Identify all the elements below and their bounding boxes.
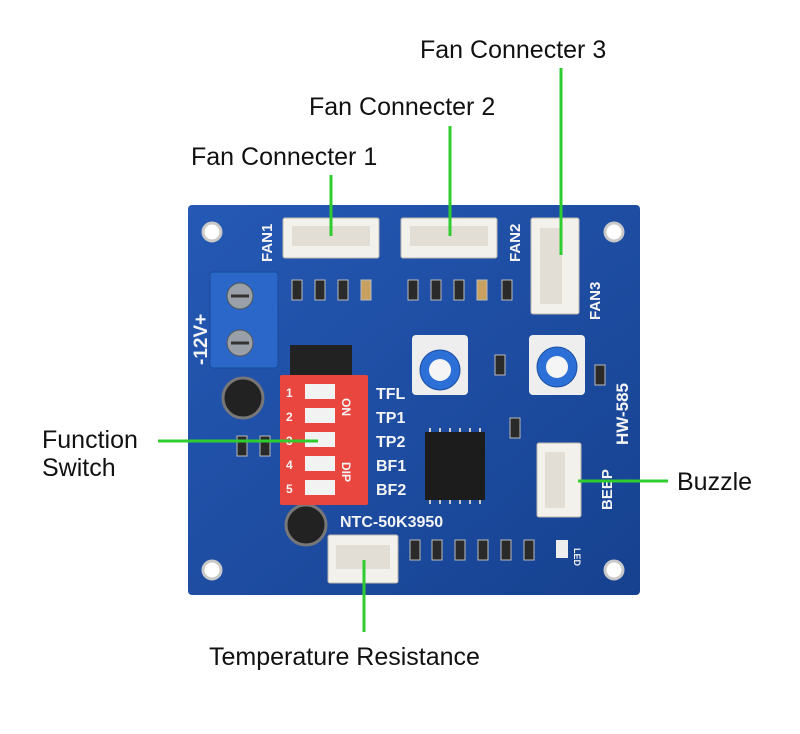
silk-dip-bf2: BF2: [376, 482, 406, 499]
callout-function-switch-1: Function: [42, 426, 138, 454]
silk-dip-bf1: BF1: [376, 458, 406, 475]
silk-fan2: FAN2: [507, 224, 524, 262]
jumper: [290, 345, 352, 375]
led: [556, 540, 568, 558]
callout-buzzle: Buzzle: [677, 468, 753, 496]
smd-components: [236, 279, 606, 561]
potentiometer: [412, 335, 468, 395]
dip-num-4: 4: [286, 458, 293, 472]
capacitor: [284, 503, 328, 547]
silk-power: -12V+: [191, 314, 212, 365]
silk-dip-tp1: TP1: [376, 410, 405, 427]
callout-fan-connector-3: Fan Connecter 3: [420, 36, 607, 64]
ic-chip: [425, 428, 485, 504]
potentiometer: [529, 335, 585, 395]
silk-dip-tp2: TP2: [376, 434, 405, 451]
silk-model: HW-585: [613, 383, 632, 445]
dip-num-5: 5: [286, 482, 293, 496]
silk-dip: DIP: [339, 462, 353, 482]
callout-fan-connector-2: Fan Connecter 2: [309, 93, 496, 121]
callout-fan-connector-1: Fan Connecter 1: [191, 143, 378, 171]
callout-temperature-resistance: Temperature Resistance: [209, 643, 480, 671]
silk-dip-tfl: TFL: [376, 386, 406, 403]
leader-lines: [158, 68, 668, 632]
callout-function-switch-2: Switch: [42, 454, 116, 482]
dip-switch: [280, 375, 368, 505]
silk-fan1: FAN1: [259, 224, 276, 262]
silk-fan3: FAN3: [587, 282, 604, 320]
silk-beep: BEEP: [599, 469, 616, 510]
silk-led: LED: [572, 548, 582, 567]
buzzer-connector: [536, 442, 582, 518]
silk-dip-on: ON: [339, 398, 353, 416]
power-terminal: [209, 271, 279, 369]
dip-num-2: 2: [286, 410, 293, 424]
silk-ntc: NTC-50K3950: [340, 514, 443, 531]
mounting-holes: [201, 221, 625, 581]
fan-connector-3: [530, 217, 580, 315]
dip-num-1: 1: [286, 386, 293, 400]
capacitor: [221, 376, 265, 420]
